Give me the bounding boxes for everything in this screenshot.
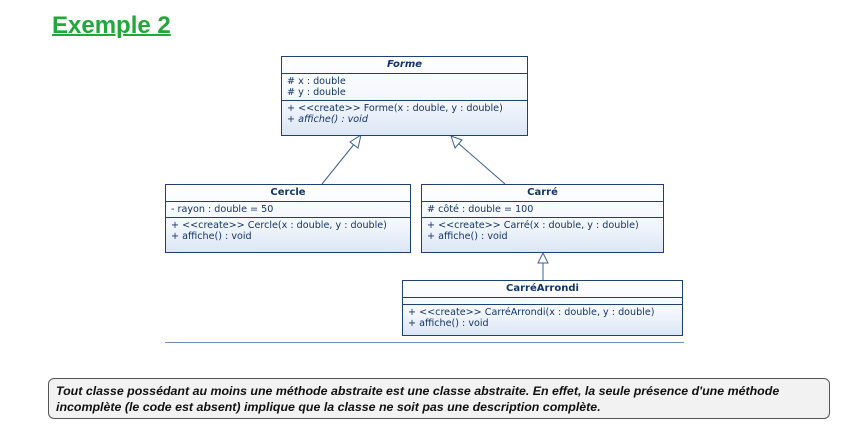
class-carre-arrondi: CarréArrondi + <<create>> CarréArrondi(x… xyxy=(402,280,683,336)
page-title: Exemple 2 xyxy=(52,12,171,39)
operation: + <<create>> Cercle(x : double, y : doub… xyxy=(171,220,387,231)
operations-section: + <<create>> Cercle(x : double, y : doub… xyxy=(166,218,410,244)
attribute: # côté : double = 100 xyxy=(427,204,534,215)
class-carre: Carré # côté : double = 100 + <<create>>… xyxy=(421,184,664,253)
class-name: Carré xyxy=(422,185,663,202)
operations-section: + <<create>> Forme(x : double, y : doubl… xyxy=(282,101,527,127)
generalization-arrowhead-icon xyxy=(537,251,549,264)
attributes-section: # côté : double = 100 xyxy=(422,202,663,218)
attribute: # x : double xyxy=(287,76,346,87)
class-name: Forme xyxy=(282,57,527,74)
operation: + affiche() : void xyxy=(171,231,252,242)
operation: + <<create>> CarréArrondi(x : double, y … xyxy=(408,307,655,318)
generalization-cercle-forme xyxy=(321,142,356,185)
note-box: Tout classe possédant au moins une métho… xyxy=(48,378,830,419)
attributes-section: - rayon : double = 50 xyxy=(166,202,410,218)
operations-section: + <<create>> CarréArrondi(x : double, y … xyxy=(403,305,682,331)
attribute: - rayon : double = 50 xyxy=(171,204,274,215)
generalization-arrowhead-icon xyxy=(450,135,463,149)
operation: + affiche() : void xyxy=(427,231,508,242)
operations-section: + <<create>> Carré(x : double, y : doubl… xyxy=(422,218,663,244)
class-name: CarréArrondi xyxy=(403,281,682,298)
class-forme: Forme # x : double # y : double + <<crea… xyxy=(281,56,528,136)
attributes-section: # x : double # y : double xyxy=(282,74,527,101)
generalization-arrowhead-icon xyxy=(349,133,362,149)
diagram-divider xyxy=(165,342,684,343)
class-name: Cercle xyxy=(166,185,410,202)
generalization-carre-forme xyxy=(457,142,506,185)
attribute: # y : double xyxy=(287,87,346,98)
class-cercle: Cercle - rayon : double = 50 + <<create>… xyxy=(165,184,411,253)
operation: + <<create>> Forme(x : double, y : doubl… xyxy=(287,103,503,114)
attributes-section-empty xyxy=(403,298,682,305)
operation: + <<create>> Carré(x : double, y : doubl… xyxy=(427,220,639,231)
operation: + affiche() : void xyxy=(408,318,489,329)
abstract-operation: + affiche() : void xyxy=(287,114,368,125)
